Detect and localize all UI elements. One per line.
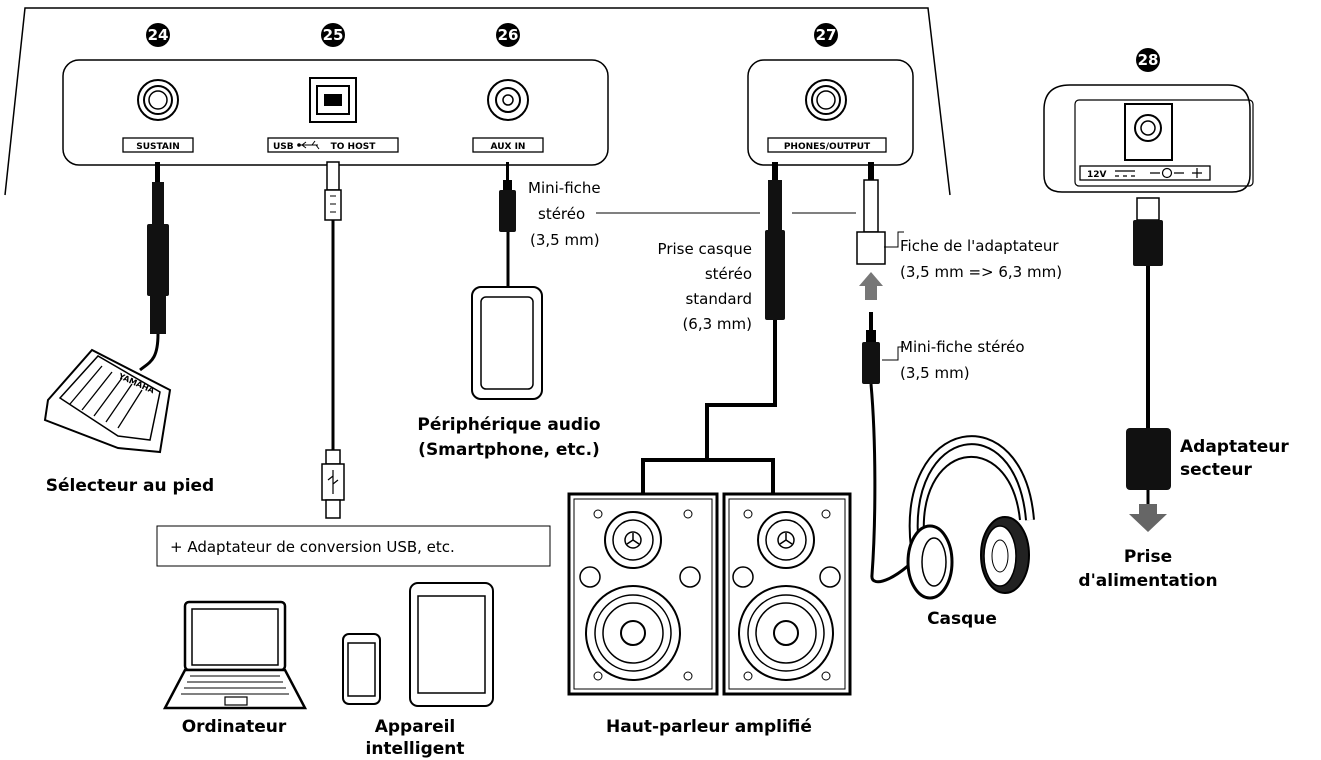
callout-mini-plug-hp-1: Mini-fiche stéréo <box>900 338 1025 356</box>
laptop-icon <box>162 600 308 710</box>
label-audio-device-2: (Smartphone, etc.) <box>418 440 600 460</box>
instrument-panel-outline <box>4 7 951 196</box>
svg-text:24: 24 <box>148 26 169 44</box>
smartphone-icon <box>471 286 543 400</box>
foot-switch-cable <box>139 162 169 372</box>
label-outlet-1: Prise <box>1124 547 1172 567</box>
label-ac-adapter-2: secteur <box>1180 460 1252 480</box>
dc-in-panel: 12V <box>1043 84 1254 193</box>
label-speakers: Haut-parleur amplifié <box>606 717 812 737</box>
label-ac-adapter-1: Adaptateur <box>1180 437 1289 457</box>
speaker-right-icon <box>722 492 852 696</box>
phone-icon <box>342 633 381 705</box>
callout-adapter-1: Fiche de l'adaptateur <box>900 237 1059 255</box>
foot-switch-icon: YAMAHA <box>43 348 172 454</box>
callout-mini-plug-aux-1: Mini-fiche <box>528 179 601 197</box>
marker-24: 24 <box>146 23 170 47</box>
callout-mini-plug-aux-2: stéréo <box>538 205 585 223</box>
svg-text:SUSTAIN: SUSTAIN <box>136 142 180 152</box>
jack-panel-right <box>747 59 914 166</box>
label-smart-device-1: Appareil <box>375 717 456 737</box>
callout-phone-plug-1: Prise casque <box>658 240 752 258</box>
callout-mini-plug-aux-3: (3,5 mm) <box>530 231 600 249</box>
label-foot-switch: Sélecteur au pied <box>46 476 214 496</box>
label-smart-device-2: intelligent <box>366 739 465 759</box>
aux-cable <box>499 162 516 290</box>
speaker-left-icon <box>567 492 719 696</box>
marker-28: 28 <box>1136 48 1160 72</box>
headphones-icon <box>906 435 1035 600</box>
marker-27: 27 <box>814 23 838 47</box>
callout-phone-plug-2: stéréo <box>705 265 752 283</box>
svg-text:27: 27 <box>816 26 837 44</box>
sustain-jack: SUSTAIN <box>122 79 194 153</box>
svg-text:USB: USB <box>273 142 294 152</box>
headphone-adapter <box>856 162 930 584</box>
label-audio-device-1: Périphérique audio <box>417 415 600 435</box>
marker-25: 25 <box>321 23 345 47</box>
tablet-icon <box>409 582 494 707</box>
usb-adapter-note-box <box>156 525 551 567</box>
svg-text:25: 25 <box>323 26 344 44</box>
label-computer: Ordinateur <box>182 717 287 737</box>
callout-adapter-2: (3,5 mm => 6,3 mm) <box>900 263 1062 281</box>
ac-adapter-cable <box>1126 197 1171 532</box>
usb-adapter-note: + Adaptateur de conversion USB, etc. <box>170 538 455 556</box>
callout-phone-plug-4: (6,3 mm) <box>682 315 752 333</box>
aux-in-jack: AUX IN <box>472 79 544 153</box>
svg-text:PHONES/OUTPUT: PHONES/OUTPUT <box>784 142 871 152</box>
phones-output-jack: PHONES/OUTPUT <box>767 79 887 153</box>
svg-text:28: 28 <box>1138 51 1159 69</box>
callout-phone-plug-3: standard <box>685 290 752 308</box>
callout-mini-plug-hp-2: (3,5 mm) <box>900 364 970 382</box>
label-headphones: Casque <box>927 609 997 629</box>
marker-26: 26 <box>496 23 520 47</box>
svg-text:26: 26 <box>498 26 519 44</box>
svg-text:12V: 12V <box>1087 170 1107 180</box>
callout-line-mini-plug <box>882 346 904 361</box>
usb-cable <box>321 161 345 519</box>
speaker-cable <box>641 162 785 495</box>
usb-to-host-jack: USB TO HOST <box>267 77 399 153</box>
svg-text:TO HOST: TO HOST <box>331 142 377 152</box>
svg-text:AUX IN: AUX IN <box>491 142 526 152</box>
callout-line-adapter <box>884 231 904 248</box>
label-outlet-2: d'alimentation <box>1078 571 1217 591</box>
